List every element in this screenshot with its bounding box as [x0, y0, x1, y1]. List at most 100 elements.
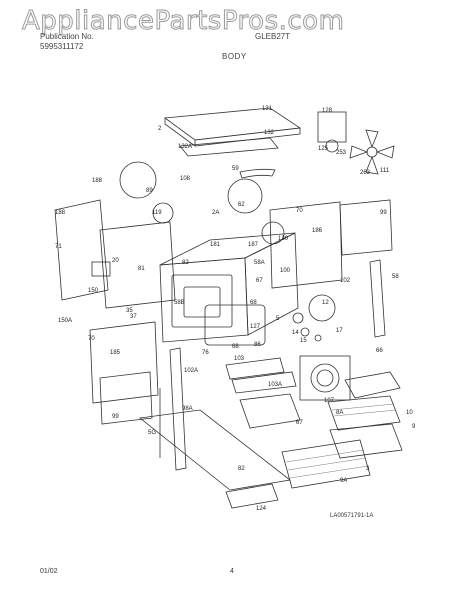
- drawing-code: LA00571791-1A: [330, 513, 374, 519]
- part-callout: 8A: [336, 410, 343, 416]
- rack-pan: [329, 423, 403, 459]
- rack-upper: [327, 395, 401, 431]
- part-callout: 132: [264, 130, 275, 136]
- top-panel: [163, 107, 302, 141]
- part-callout: 82: [182, 260, 189, 266]
- lower-panel-left: [89, 321, 159, 404]
- part-callout: 76: [202, 350, 209, 356]
- part-callout: 17: [336, 328, 343, 334]
- control-box: [99, 221, 176, 309]
- convection-cover: [299, 355, 351, 401]
- part-callout: 125: [318, 146, 329, 152]
- part-callout: 108: [180, 176, 191, 182]
- part-callout: 188: [92, 178, 103, 184]
- part-callout: 99: [112, 414, 119, 420]
- part-callout: 62: [238, 202, 245, 208]
- part-callout: 81: [138, 266, 145, 272]
- detail-circle-62: [227, 178, 263, 214]
- fan-motor: [317, 111, 347, 143]
- part-callout: 102A: [184, 368, 198, 374]
- part-callout: 98A: [182, 406, 193, 412]
- detail-circle-12: [308, 294, 336, 322]
- part-callout: 263: [360, 170, 371, 176]
- part-callout: 102: [340, 278, 351, 284]
- bottom-panel: [139, 409, 291, 491]
- model-number: GLEB27T: [255, 32, 291, 41]
- part-callout: 186: [312, 228, 323, 234]
- side-strip: [169, 347, 187, 471]
- part-callout: 15: [300, 338, 307, 344]
- part-callout: 128: [322, 108, 333, 114]
- detail-circle-89: [119, 161, 157, 199]
- part-callout: 68: [232, 344, 239, 350]
- part-callout: 58B: [174, 300, 185, 306]
- watermark: AppliancePartsPros.com: [21, 6, 345, 37]
- part-callout: 119: [152, 210, 162, 216]
- part-callout: 70: [88, 336, 95, 342]
- part-callout: 120: [278, 236, 289, 242]
- part-callout: 86: [254, 342, 261, 348]
- part-callout: 253: [336, 150, 347, 156]
- vent-103A: [231, 371, 297, 394]
- publication-label: Publication No.: [40, 32, 94, 41]
- part-callout: 127: [250, 324, 261, 330]
- part-callout: 70: [296, 208, 303, 214]
- part-callout: 82: [238, 466, 245, 472]
- part-callout: 107: [324, 398, 335, 404]
- oven-cavity-top: [159, 232, 296, 266]
- rack-lower: [281, 439, 371, 489]
- side-panel-left: [54, 199, 109, 301]
- fan-blade: [349, 129, 395, 175]
- door-gasket: [204, 304, 266, 346]
- part-callout: 58: [392, 274, 399, 280]
- oven-cavity-side: [244, 232, 299, 336]
- part-callout: 5G: [148, 430, 156, 436]
- part-callout: 111: [380, 168, 390, 174]
- part-callout: 67: [256, 278, 263, 284]
- part-callout: 124: [256, 506, 267, 512]
- element-59: [239, 168, 276, 179]
- part-callout: 103: [234, 356, 245, 362]
- part-callout: 3: [366, 466, 370, 472]
- part-callout: 20: [112, 258, 119, 264]
- part-callout: 99: [380, 210, 387, 216]
- part-callout: 181: [210, 242, 221, 248]
- part-callout: 37: [130, 314, 137, 320]
- vent-103: [225, 357, 285, 380]
- publication-number: 5995311172: [40, 42, 84, 51]
- part-callout: 68: [250, 300, 257, 306]
- part-callout: 2A: [212, 210, 219, 216]
- part-callout: 9A: [340, 478, 347, 484]
- bake-element: [239, 393, 301, 429]
- side-panel-right: [339, 199, 393, 256]
- lower-panel-99: [99, 371, 153, 425]
- top-panel-side: [194, 127, 301, 147]
- part-callout: 89: [146, 188, 153, 194]
- part-callout: 2: [158, 126, 162, 132]
- part-callout: 150: [88, 288, 99, 294]
- part-callout: 150A: [58, 318, 72, 324]
- page-number: 4: [230, 568, 234, 575]
- back-panel: [269, 201, 343, 289]
- part-callout: 188: [55, 210, 66, 216]
- part-callout: 187: [248, 242, 259, 248]
- part-callout: 35: [126, 308, 133, 314]
- part-callout: 10: [406, 410, 413, 416]
- part-callout: 12: [322, 300, 329, 306]
- trim-strip-right: [369, 259, 386, 338]
- part-callout: 14: [292, 330, 299, 336]
- section-title: BODY: [222, 52, 247, 61]
- part-callout: 71: [55, 244, 62, 250]
- part-callout: 100: [280, 268, 291, 274]
- part-callout: 9: [412, 424, 416, 430]
- part-callout: 185: [110, 350, 121, 356]
- vent-strip: [179, 137, 279, 157]
- part-callout: 59: [232, 166, 239, 172]
- drawer-124: [225, 483, 279, 509]
- callout-labels: 131 2 132 132A 128 125 253 263 111 59 188 108 89 188 7…: [55, 106, 416, 512]
- footer-date: 01/02: [40, 568, 58, 575]
- part-callout: 131: [262, 106, 273, 112]
- part-callout: 132A: [178, 144, 192, 150]
